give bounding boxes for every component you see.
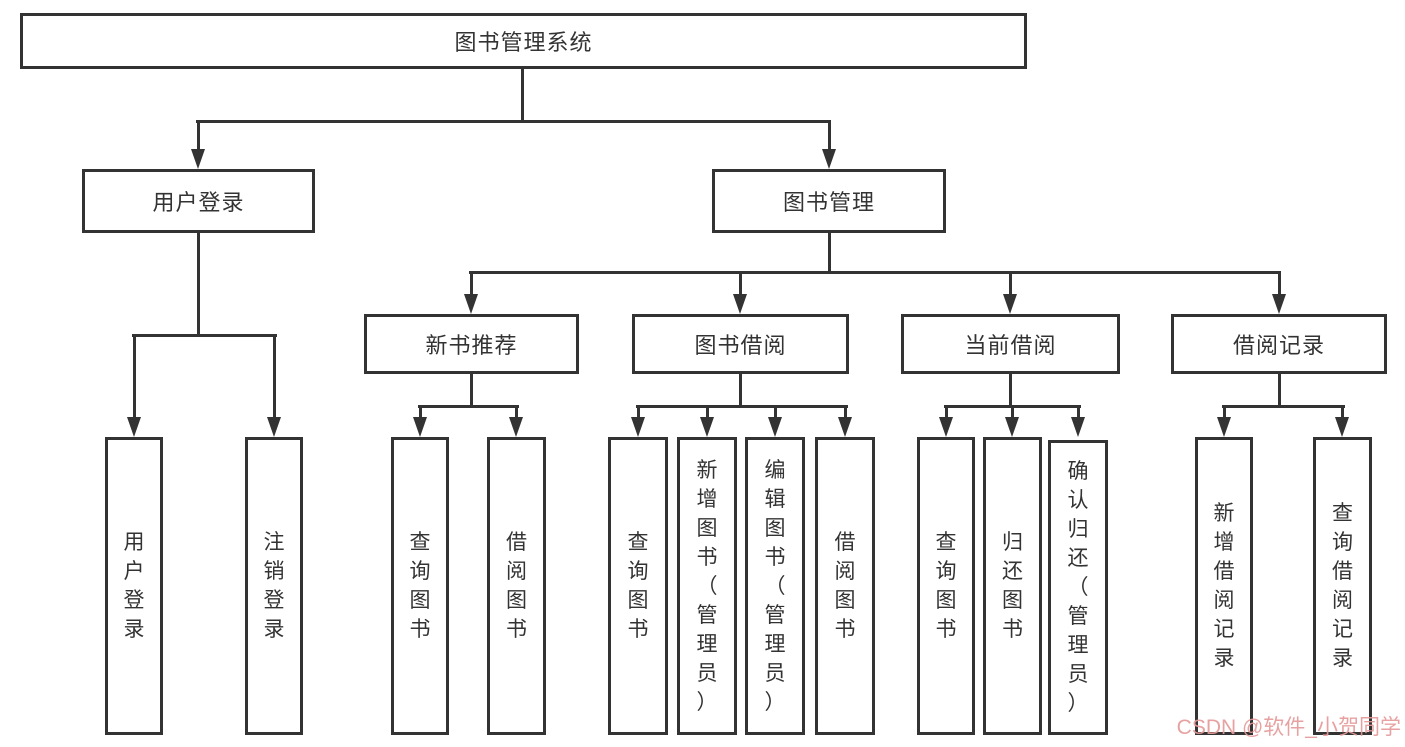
node-label: 查询图书	[409, 531, 431, 641]
connector-line	[273, 334, 276, 419]
connector-line	[1278, 271, 1281, 296]
connector-line	[774, 405, 777, 419]
arrow-down-icon	[509, 417, 523, 437]
arrow-down-icon	[700, 417, 714, 437]
arrow-down-icon	[1335, 417, 1349, 437]
arrow-down-icon	[939, 417, 953, 437]
node-leaf-nb-borrow-books: 借阅图书	[487, 437, 546, 735]
node-label: 用户登录	[123, 531, 145, 641]
node-label: 注销登录	[263, 531, 285, 641]
node-current-borrowing: 当前借阅	[901, 314, 1120, 374]
connector-line	[1009, 373, 1012, 407]
node-leaf-bb-borrow-books: 借阅图书	[815, 437, 875, 735]
arrow-down-icon	[1005, 417, 1019, 437]
arrow-down-icon	[1071, 417, 1085, 437]
node-leaf-br-add-record: 新增借阅记录	[1195, 437, 1253, 735]
node-leaf-cb-query-books: 查询图书	[917, 437, 975, 735]
node-label: 新增图书（管理员）	[696, 458, 718, 714]
node-book-borrowing: 图书借阅	[632, 314, 849, 374]
node-leaf-cb-return-books: 归还图书	[983, 437, 1042, 735]
node-label: 当前借阅	[964, 333, 1057, 358]
connector-line	[828, 120, 831, 152]
arrow-down-icon	[733, 294, 747, 314]
node-label: 图书管理系统	[454, 30, 593, 55]
connector-line	[133, 334, 136, 419]
connector-line	[470, 271, 473, 296]
connector-line	[419, 405, 422, 419]
node-label: 查询图书	[627, 531, 649, 641]
connector-line	[1222, 405, 1345, 408]
connector-line	[1077, 405, 1080, 419]
node-label: 借阅图书	[834, 531, 856, 641]
connector-line	[945, 405, 948, 419]
node-leaf-nb-query-books: 查询图书	[391, 437, 449, 735]
node-root-system: 图书管理系统	[20, 13, 1027, 69]
node-leaf-br-query-record: 查询借阅记录	[1313, 437, 1372, 735]
connector-line	[739, 271, 742, 296]
node-label: 图书管理	[782, 190, 875, 215]
connector-line	[197, 233, 200, 337]
arrow-down-icon	[768, 417, 782, 437]
node-label: 借阅图书	[506, 531, 527, 641]
node-label: 查询图书	[935, 531, 957, 641]
node-borrowing-records: 借阅记录	[1171, 314, 1387, 374]
connector-line	[1223, 405, 1226, 419]
connector-line	[1278, 373, 1281, 407]
node-label: 查询借阅记录	[1332, 502, 1353, 670]
connector-line	[1341, 405, 1344, 419]
connector-line	[706, 405, 709, 419]
node-new-book-recommend: 新书推荐	[364, 314, 579, 374]
node-leaf-logout: 注销登录	[245, 437, 303, 735]
node-leaf-bb-edit-books-admin: 编辑图书（管理员）	[745, 437, 805, 735]
arrow-down-icon	[1272, 294, 1286, 314]
connector-line	[470, 373, 473, 407]
connector-line	[739, 373, 742, 407]
arrow-down-icon	[127, 417, 141, 437]
node-label: 图书借阅	[694, 333, 787, 358]
node-label: 归还图书	[1002, 531, 1023, 641]
arrow-down-icon	[464, 294, 478, 314]
connector-line	[132, 334, 277, 337]
arrow-down-icon	[267, 417, 281, 437]
connector-line	[515, 405, 518, 419]
connector-line	[1011, 405, 1014, 419]
node-user-login: 用户登录	[82, 169, 315, 233]
connector-line	[521, 68, 524, 122]
arrow-down-icon	[413, 417, 427, 437]
node-leaf-cb-confirm-return-admin: 确认归还（管理员）	[1048, 440, 1108, 735]
arrow-down-icon	[1003, 294, 1017, 314]
connector-line	[418, 405, 519, 408]
arrow-down-icon	[631, 417, 645, 437]
node-label: 确认归还（管理员）	[1067, 460, 1089, 715]
node-leaf-bb-query-books: 查询图书	[608, 437, 668, 735]
node-label: 编辑图书（管理员）	[764, 458, 786, 714]
node-book-management: 图书管理	[712, 169, 946, 233]
arrow-down-icon	[822, 149, 836, 169]
connector-line	[844, 405, 847, 419]
connector-line	[469, 271, 1281, 274]
connector-line	[828, 233, 831, 274]
node-label: 新增借阅记录	[1213, 502, 1235, 670]
node-label: 用户登录	[152, 190, 245, 215]
connector-line	[1009, 271, 1012, 296]
connector-line	[196, 120, 831, 123]
connector-line	[636, 405, 848, 408]
node-leaf-user-login: 用户登录	[105, 437, 163, 735]
node-label: 借阅记录	[1232, 333, 1325, 358]
arrow-down-icon	[191, 149, 205, 169]
node-leaf-bb-add-books-admin: 新增图书（管理员）	[677, 437, 737, 735]
arrow-down-icon	[838, 417, 852, 437]
watermark: CSDN @软件_小贺同学	[1176, 716, 1401, 739]
connector-line	[197, 120, 200, 152]
arrow-down-icon	[1217, 417, 1231, 437]
connector-line	[637, 405, 640, 419]
node-label: 新书推荐	[425, 333, 518, 358]
